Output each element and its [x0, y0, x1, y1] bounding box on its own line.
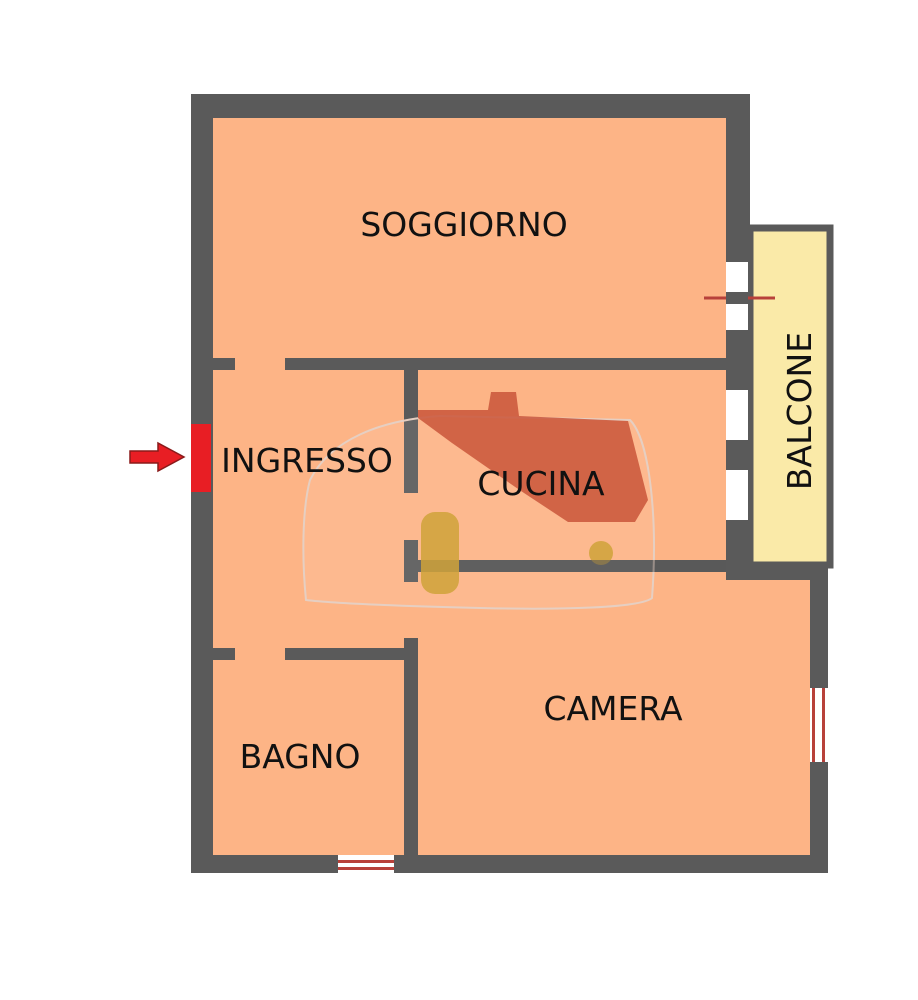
floor-area: [213, 118, 810, 855]
room-label-camera: CAMERA: [543, 689, 683, 728]
ochre-mark-large: [421, 512, 459, 594]
room-label-bagno: BAGNO: [240, 737, 361, 776]
entrance-door-marker: [191, 424, 211, 492]
highlight-shape: [418, 392, 648, 522]
ochre-mark-small: [589, 541, 613, 565]
window-cucina-1: [726, 390, 748, 440]
room-label-cucina: CUCINA: [477, 464, 605, 503]
balcony-windows: [704, 262, 775, 520]
window-bagno: [338, 855, 394, 873]
room-label-ingresso: INGRESSO: [221, 441, 393, 480]
window-camera: [810, 688, 828, 762]
room-label-soggiorno: SOGGIORNO: [360, 205, 567, 244]
room-label-balcone: BALCONE: [780, 332, 819, 490]
entrance-arrow-icon: [129, 441, 186, 473]
window-cucina-2: [726, 470, 748, 520]
